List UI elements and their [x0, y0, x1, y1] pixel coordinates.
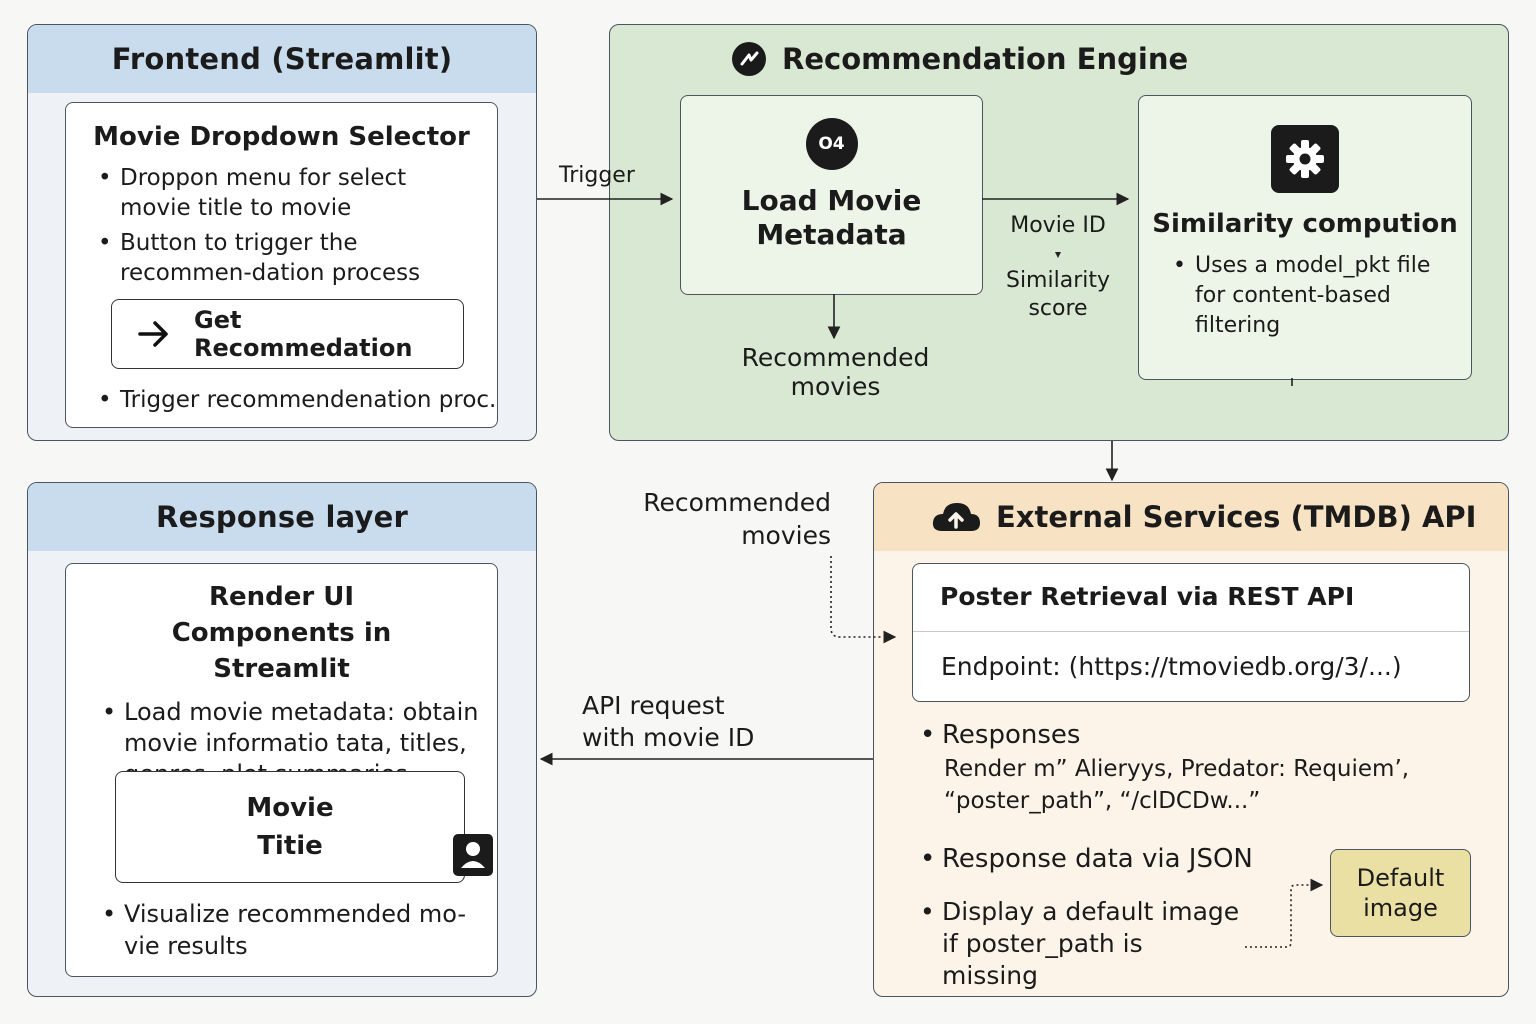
similarity-card: Similarity compution Uses a model_pkt fi…	[1138, 95, 1472, 380]
frontend-title: Frontend (Streamlit)	[111, 42, 453, 76]
recommended-movies-label: Recommended movies	[741, 343, 930, 401]
engine-title: Recommendation Engine	[782, 42, 1189, 76]
frontend-header: Frontend (Streamlit)	[28, 25, 536, 93]
external-header: External Services (TMDB) API	[874, 483, 1508, 551]
user-icon	[453, 834, 493, 876]
external-panel: External Services (TMDB) API Poster Retr…	[873, 482, 1509, 997]
load-metadata-title: Load Movie Metadata	[741, 184, 922, 251]
load-metadata-card: O4 Load Movie Metadata	[680, 95, 983, 295]
metadata-icon-text: O4	[818, 134, 845, 154]
movie-title-text: Movie Titie	[246, 793, 334, 861]
response-title: Response layer	[156, 500, 408, 534]
engine-icon	[732, 42, 766, 76]
movie-id-label: Movie ID	[1010, 213, 1106, 238]
poster-retrieval-card: Poster Retrieval via REST API Endpoint: …	[912, 563, 1470, 702]
movie-dropdown-title: Movie Dropdown Selector	[93, 122, 470, 152]
render-ui-card: Render UI Components in Streamlit Load m…	[65, 563, 498, 977]
frontend-panel: Frontend (Streamlit) Movie Dropdown Sele…	[27, 24, 537, 441]
responses-detail-2: “poster_path”, “/clDCDw...”	[944, 788, 1261, 814]
trigger-label: Trigger	[559, 163, 635, 188]
engine-header: Recommendation Engine	[732, 42, 1188, 76]
default-image-box: Default image	[1330, 849, 1471, 937]
movie-title-card: Movie Titie	[115, 771, 465, 883]
poster-title: Poster Retrieval via REST API	[913, 564, 1469, 632]
similarity-score-label: Similarity score	[1005, 268, 1111, 321]
similarity-title: Similarity compution	[1152, 209, 1458, 239]
trigger-bullet: Trigger recommendenation proc.	[94, 385, 496, 415]
recommended-movies-edge-label: Recommended movies	[643, 488, 831, 550]
dropdown-bullet: Droppon menu for select movie title to m…	[94, 163, 477, 223]
engine-panel: Recommendation Engine O4 Load Movie Meta…	[609, 24, 1509, 441]
get-recommendation-label: Get Recommedation	[194, 306, 413, 362]
arrow-right-icon	[134, 314, 174, 354]
external-title: External Services (TMDB) API	[996, 500, 1477, 534]
movie-dropdown-card: Movie Dropdown Selector Droppon menu for…	[65, 102, 498, 428]
responses-detail-1: Render m” Alieryys, Predator: Requiem’,	[944, 756, 1410, 782]
cloud-icon	[930, 497, 982, 537]
responses-bullet: Responses	[916, 719, 1080, 751]
visualize-bullet: Visualize recommended mo-vie results	[98, 898, 479, 962]
recommended-to-external-arrow	[830, 556, 897, 644]
json-bullet: Response data via JSON	[916, 843, 1253, 875]
metadata-icon: O4	[805, 118, 858, 170]
small-down-caret	[1055, 252, 1061, 258]
api-request-label: API request with movie ID	[582, 691, 755, 752]
get-recommendation-button[interactable]: Get Recommedation	[111, 299, 464, 369]
similarity-bullet: Uses a model_pkt file for content-based …	[1169, 251, 1455, 341]
response-panel: Response layer Render UI Components in S…	[27, 482, 537, 997]
render-ui-title: Render UI Components in Streamlit	[171, 582, 392, 684]
endpoint-text: Endpoint: (https://tmoviedb.org/3/...)	[941, 652, 1402, 681]
default-image-bullet: Display a default image if poster_path i…	[916, 896, 1246, 992]
button-bullet: Button to trigger the recommen-dation pr…	[94, 228, 477, 288]
missing-to-default-arrow	[1245, 878, 1324, 948]
gear-icon	[1271, 125, 1339, 193]
default-image-text: Default image	[1356, 864, 1445, 922]
response-header: Response layer	[28, 483, 536, 551]
